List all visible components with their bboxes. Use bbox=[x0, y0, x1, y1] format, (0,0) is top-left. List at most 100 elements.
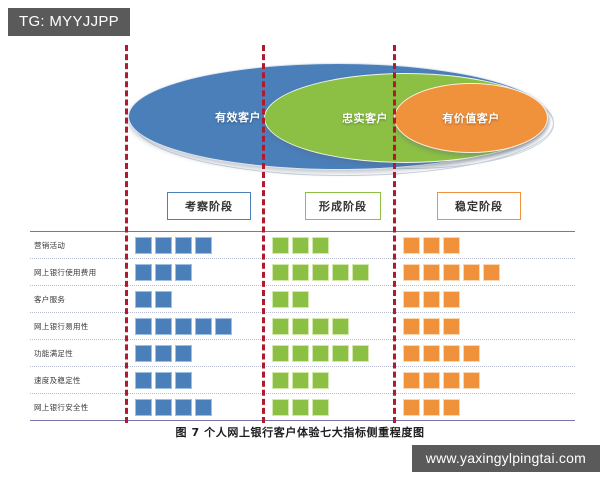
matrix-group-blue bbox=[135, 345, 192, 362]
matrix-row-cells bbox=[129, 394, 575, 420]
matrix-row-label: 营销活动 bbox=[34, 240, 66, 250]
matrix-square-orange bbox=[483, 264, 500, 281]
matrix-square-blue bbox=[195, 318, 212, 335]
matrix-square-orange bbox=[403, 399, 420, 416]
matrix-square-orange bbox=[463, 264, 480, 281]
stage-box-formation: 形成阶段 bbox=[305, 192, 381, 220]
matrix-row: 速度及稳定性 bbox=[30, 367, 575, 394]
matrix-row-label: 速度及稳定性 bbox=[34, 375, 81, 385]
matrix-group-green bbox=[272, 372, 329, 389]
stage-label-formation: 形成阶段 bbox=[319, 200, 367, 213]
matrix-square-orange bbox=[403, 372, 420, 389]
matrix-square-green bbox=[332, 318, 349, 335]
stage-labels-row: 考察阶段 形成阶段 稳定阶段 bbox=[0, 192, 600, 224]
matrix-square-green bbox=[272, 318, 289, 335]
matrix-square-green bbox=[292, 237, 309, 254]
matrix-square-orange bbox=[403, 291, 420, 308]
matrix-square-orange bbox=[443, 264, 460, 281]
stage-label-investigation: 考察阶段 bbox=[185, 200, 233, 213]
matrix-square-green bbox=[312, 264, 329, 281]
matrix-square-blue bbox=[175, 264, 192, 281]
matrix-square-blue bbox=[195, 399, 212, 416]
matrix-square-orange bbox=[403, 318, 420, 335]
matrix-square-blue bbox=[155, 237, 172, 254]
matrix-square-blue bbox=[135, 237, 152, 254]
matrix-row: 客户服务 bbox=[30, 286, 575, 313]
tg-badge: TG: MYYJJPP bbox=[8, 8, 130, 36]
divider-line-2 bbox=[262, 45, 265, 423]
matrix-square-orange bbox=[423, 345, 440, 362]
matrix-square-green bbox=[292, 291, 309, 308]
matrix-square-green bbox=[272, 399, 289, 416]
matrix-group-blue bbox=[135, 291, 172, 308]
matrix-square-green bbox=[272, 291, 289, 308]
matrix-row: 营销活动 bbox=[30, 232, 575, 259]
matrix-square-orange bbox=[463, 372, 480, 389]
matrix-group-orange bbox=[403, 399, 460, 416]
matrix-square-blue bbox=[175, 237, 192, 254]
matrix-group-green bbox=[272, 399, 329, 416]
matrix-group-orange bbox=[403, 372, 480, 389]
matrix-group-orange bbox=[403, 345, 480, 362]
matrix-square-green bbox=[272, 237, 289, 254]
matrix-group-orange bbox=[403, 291, 460, 308]
matrix-group-orange bbox=[403, 264, 500, 281]
matrix-row-cells bbox=[129, 286, 575, 312]
matrix-square-green bbox=[352, 345, 369, 362]
matrix-square-green bbox=[272, 372, 289, 389]
matrix-square-orange bbox=[403, 345, 420, 362]
matrix-square-green bbox=[292, 264, 309, 281]
matrix-row-cells bbox=[129, 313, 575, 339]
matrix-row: 功能满足性 bbox=[30, 340, 575, 367]
stage-box-stable: 稳定阶段 bbox=[437, 192, 521, 220]
matrix-square-blue bbox=[135, 345, 152, 362]
matrix-square-orange bbox=[403, 237, 420, 254]
matrix-square-blue bbox=[215, 318, 232, 335]
matrix-square-orange bbox=[443, 291, 460, 308]
venn-label-effective-customers: 有效客户 bbox=[215, 110, 261, 124]
matrix-square-blue bbox=[155, 399, 172, 416]
matrix-square-green bbox=[292, 372, 309, 389]
matrix-square-blue bbox=[135, 399, 152, 416]
matrix-row-label: 客户服务 bbox=[34, 294, 66, 304]
matrix-square-orange bbox=[443, 399, 460, 416]
matrix-square-blue bbox=[155, 372, 172, 389]
site-watermark: www.yaxingylpingtai.com bbox=[411, 445, 600, 472]
matrix-square-blue bbox=[155, 291, 172, 308]
matrix-group-blue bbox=[135, 237, 212, 254]
matrix-row-cells bbox=[129, 340, 575, 366]
matrix-square-green bbox=[312, 345, 329, 362]
matrix-group-blue bbox=[135, 399, 212, 416]
matrix-square-green bbox=[312, 399, 329, 416]
matrix-square-orange bbox=[423, 237, 440, 254]
matrix-square-blue bbox=[135, 318, 152, 335]
matrix-square-orange bbox=[463, 345, 480, 362]
venn-diagram: 有效客户 忠实客户 有价值客户 bbox=[0, 55, 600, 180]
matrix-square-orange bbox=[423, 264, 440, 281]
matrix-group-green bbox=[272, 345, 369, 362]
venn-label-loyal-customers: 忠实客户 bbox=[342, 112, 388, 125]
matrix-square-green bbox=[312, 237, 329, 254]
matrix-row: 网上银行易用性 bbox=[30, 313, 575, 340]
venn-label-valuable-customers: 有价值客户 bbox=[442, 112, 500, 125]
stage-box-investigation: 考察阶段 bbox=[167, 192, 251, 220]
matrix-square-blue bbox=[195, 237, 212, 254]
matrix-square-green bbox=[272, 345, 289, 362]
matrix-row-label: 网上银行易用性 bbox=[34, 321, 89, 331]
matrix-square-blue bbox=[175, 345, 192, 362]
matrix-square-green bbox=[332, 345, 349, 362]
matrix-row-label: 网上银行安全性 bbox=[34, 402, 89, 412]
divider-line-1 bbox=[125, 45, 128, 423]
matrix-group-green bbox=[272, 237, 329, 254]
matrix-square-blue bbox=[155, 345, 172, 362]
matrix-square-green bbox=[352, 264, 369, 281]
figure-caption: 图 7 个人网上银行客户体验七大指标侧重程度图 bbox=[175, 426, 425, 439]
matrix-square-orange bbox=[443, 318, 460, 335]
matrix-square-orange bbox=[423, 291, 440, 308]
matrix-square-orange bbox=[423, 318, 440, 335]
matrix-square-blue bbox=[155, 318, 172, 335]
matrix-square-blue bbox=[135, 264, 152, 281]
matrix-square-green bbox=[292, 345, 309, 362]
matrix-square-orange bbox=[443, 237, 460, 254]
